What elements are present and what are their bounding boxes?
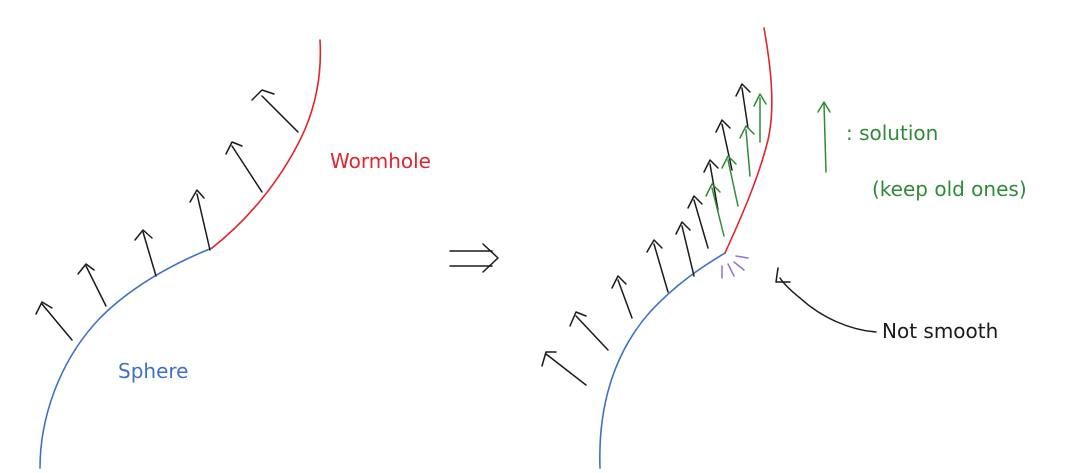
solution-arrow: [739, 125, 755, 177]
right-normal-arrows: [541, 83, 751, 386]
normal-arrow: [735, 83, 751, 129]
legend-green-arrow-icon: [817, 101, 831, 173]
normal-arrow: [646, 239, 669, 293]
normal-arrow: [189, 189, 211, 251]
normal-arrow: [569, 311, 609, 351]
normal-arrow: [225, 141, 263, 193]
normal-arrow: [251, 89, 299, 133]
right-sphere-curve: [599, 252, 726, 469]
not-smooth-label: Not smooth: [882, 319, 998, 343]
wormhole-label: Wormhole: [330, 149, 431, 173]
sphere-label: Sphere: [118, 359, 188, 383]
solution-arrows: [705, 93, 767, 237]
implies-arrow: [449, 243, 499, 273]
left-panel: Sphere Wormhole: [35, 39, 431, 469]
solution-arrow: [753, 93, 767, 143]
normal-arrow: [611, 275, 633, 319]
normal-arrow: [715, 119, 733, 171]
left-normal-arrows: [35, 89, 299, 341]
solution-arrow: [705, 183, 725, 237]
right-panel: Not smooth : solution (keep old ones): [541, 27, 1027, 469]
normal-arrow: [687, 195, 709, 249]
normal-arrow: [35, 301, 73, 341]
left-wormhole-curve: [211, 39, 322, 249]
solution-arrow: [721, 155, 739, 207]
left-sphere-curve: [39, 247, 213, 469]
legend-keep-label: (keep old ones): [872, 177, 1027, 201]
legend: : solution (keep old ones): [817, 101, 1027, 201]
legend-solution-label: : solution: [846, 121, 938, 145]
kink-marks: [721, 255, 749, 279]
normal-arrow: [134, 229, 157, 277]
normal-arrow: [541, 351, 587, 386]
not-smooth-pointer: [775, 267, 877, 333]
right-wormhole-curve: [724, 27, 773, 254]
normal-arrow: [77, 263, 107, 307]
normal-arrow: [675, 221, 695, 277]
